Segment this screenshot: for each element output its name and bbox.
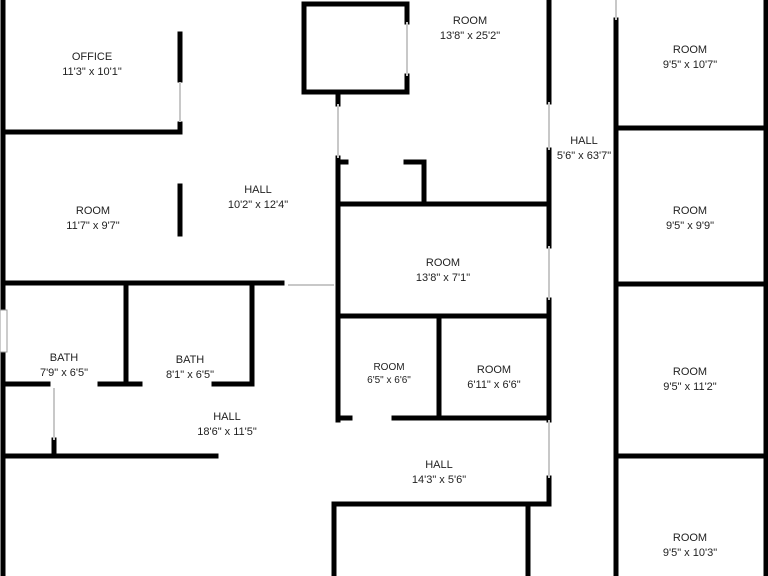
- left-edge-window: [0, 309, 8, 353]
- windows: [53, 0, 617, 478]
